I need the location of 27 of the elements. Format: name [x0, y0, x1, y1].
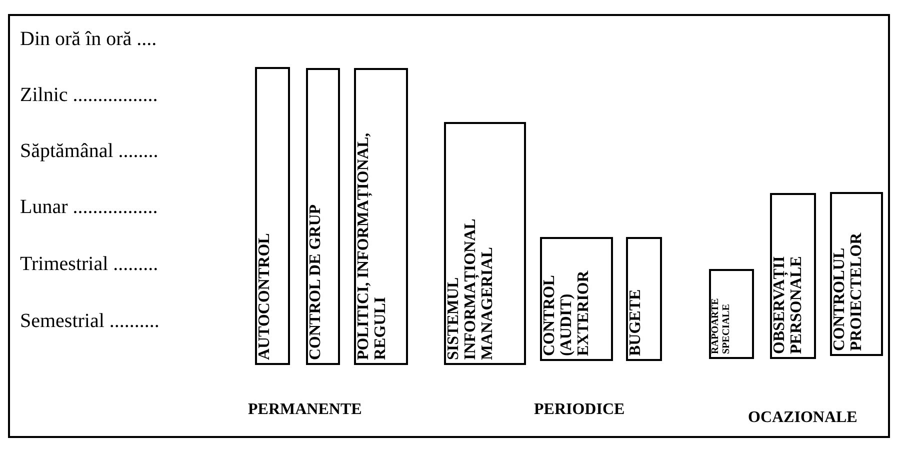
category-bar — [306, 68, 340, 365]
frequency-label: Zilnic ................. — [20, 84, 158, 107]
category-bar — [540, 237, 613, 361]
bar-label: BUGETE — [628, 288, 645, 358]
bar-label: CONTROLUL PROIECTELOR — [832, 232, 866, 353]
category-bar — [354, 68, 408, 365]
group-label: OCAZIONALE — [748, 409, 858, 427]
bar-label: SISTEMUL INFORMAȚIONAL MANAGERIAL — [446, 218, 496, 362]
category-bar — [770, 193, 816, 359]
category-bar — [255, 67, 290, 365]
category-bar — [626, 237, 662, 361]
group-label: PERIODICE — [534, 401, 625, 419]
frequency-label: Semestrial .......... — [20, 310, 160, 333]
bar-label: RAPOARTE SPECIALE — [711, 297, 732, 356]
category-bar — [709, 269, 754, 359]
bar-label: CONTROL DE GRUP — [308, 203, 325, 362]
category-bar — [444, 122, 526, 365]
bar-label: OBSERVAȚII PERSONALE — [772, 255, 806, 356]
category-bar — [830, 192, 883, 356]
bar-label: POLITICI, INFORMAȚIONAL, REGULI — [356, 132, 390, 362]
bar-label: CONTROL (AUDIT) EXTERIOR — [542, 270, 592, 358]
frequency-label: Trimestrial ......... — [20, 253, 158, 276]
bar-label: AUTOCONTROL — [257, 232, 274, 362]
frequency-label: Lunar ................. — [20, 196, 158, 219]
frequency-label: Din oră în oră .... — [20, 28, 157, 51]
group-label: PERMANENTE — [248, 401, 362, 419]
frequency-label: Săptămânal ........ — [20, 140, 158, 163]
